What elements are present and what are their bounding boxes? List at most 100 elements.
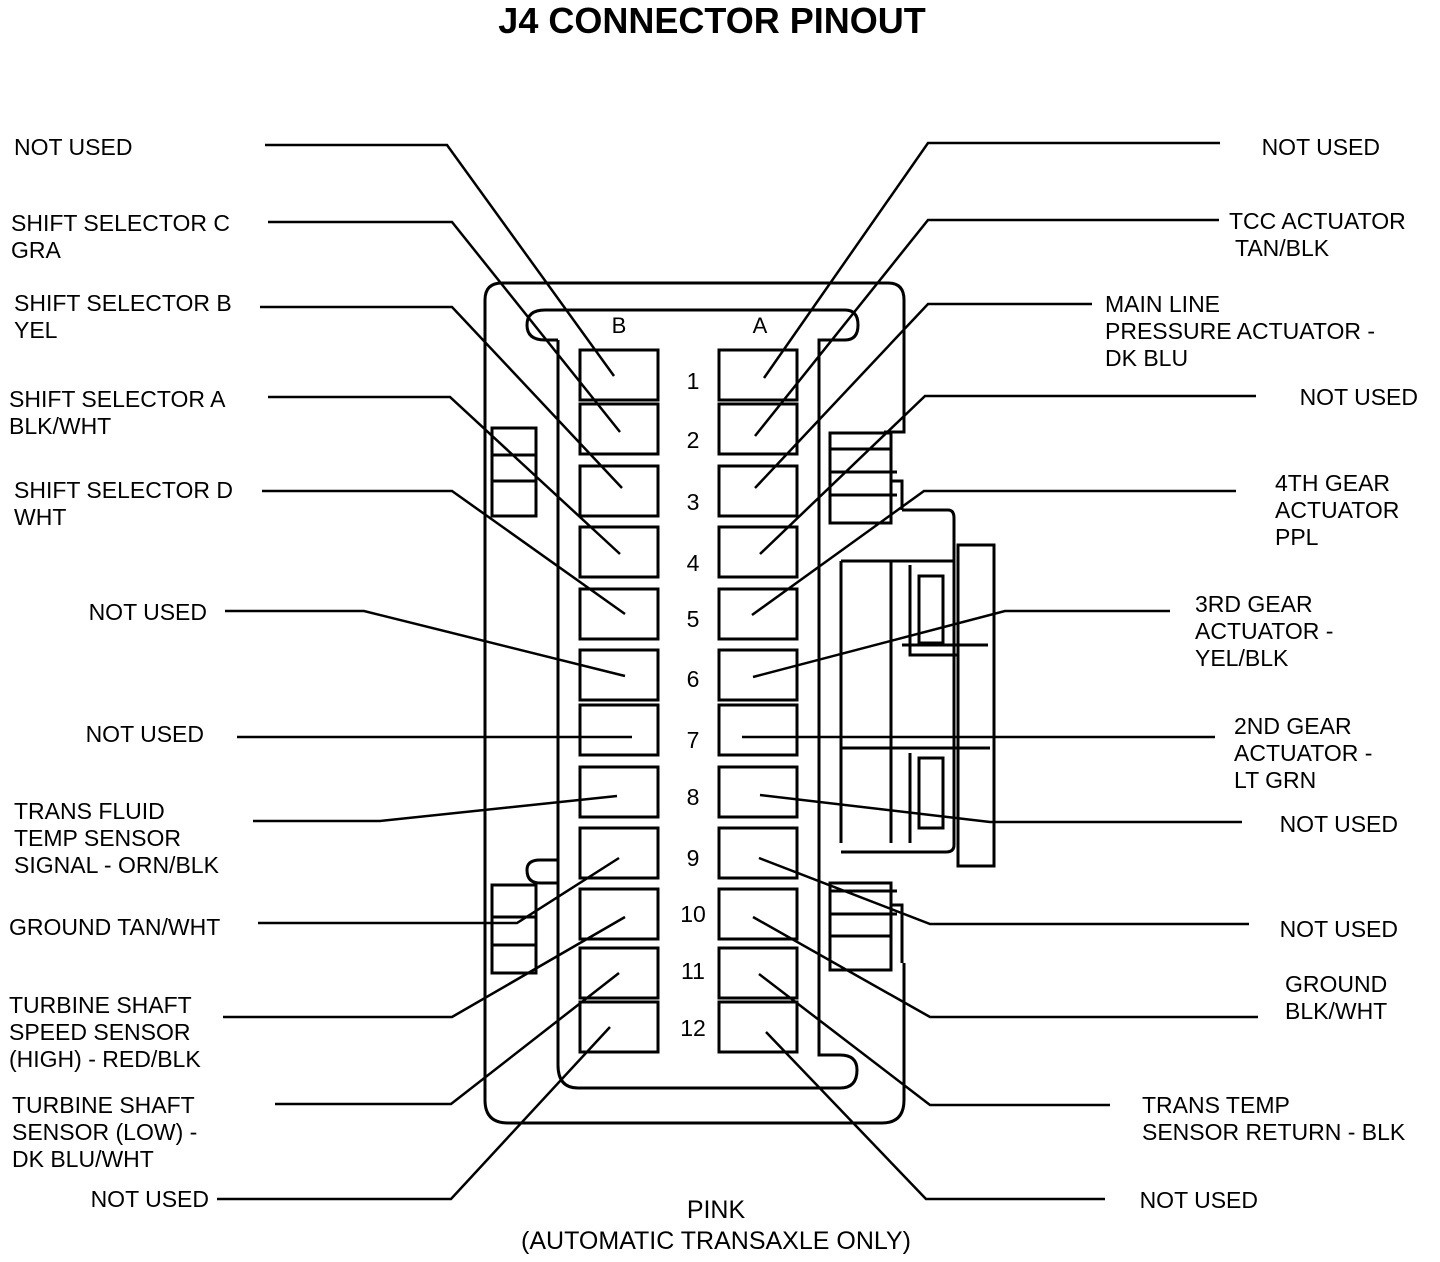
pin-label-a-11-line: TRANS TEMP [1142,1092,1290,1118]
pin-label-a-5-line: 4TH GEAR [1275,470,1390,496]
pin-label-a-1-line: NOT USED [1262,134,1380,160]
pin-cavity-b-4 [578,525,660,579]
pin-cavity-a-4 [717,525,799,579]
pin-label-b-1-line: NOT USED [14,134,132,160]
diagram-title: J4 CONNECTOR PINOUT [498,0,925,41]
pin-number-1: 1 [687,368,700,394]
pin-cavity-b-9 [578,826,660,880]
leader-line-a-10 [752,915,1258,1019]
pin-number-8: 8 [687,784,700,810]
pin-label-a-5-line: ACTUATOR [1275,497,1399,523]
pin-label-b-4-line: BLK/WHT [9,413,111,439]
leader-lines [217,141,1258,1201]
pin-cavity-b-12 [578,1000,660,1054]
pin-cavity-a-6 [717,648,799,702]
pin-label-a-7-line: ACTUATOR - [1234,740,1372,766]
leader-line-b-1 [265,143,616,377]
pin-label-a-2: TCC ACTUATOR TAN/BLK [1229,208,1406,261]
side-lock-mechanism [839,508,996,868]
pin-label-a-6-line: ACTUATOR - [1195,618,1333,644]
pin-label-b-12: NOT USED [91,1186,209,1212]
pin-cavity-b-8 [578,765,660,819]
connector-note: (AUTOMATIC TRANSAXLE ONLY) [521,1227,911,1255]
lock-window-upper [917,574,945,645]
right-latch-lower [828,881,904,972]
pin-label-b-1: NOT USED [14,134,132,160]
pin-cavity-a-10 [717,887,799,941]
leader-line-b-12 [217,1026,611,1201]
pin-label-b-3-line: SHIFT SELECTOR B [14,290,232,316]
pin-number-9: 9 [687,845,700,871]
pin-cavity-b-1 [578,348,660,402]
leader-line-a-9 [758,856,1249,926]
pin-label-b-11-line: TURBINE SHAFT [12,1092,195,1118]
pin-label-a-9-line: NOT USED [1280,916,1398,942]
pin-cavity-a-9 [717,826,799,880]
pin-label-a-8-line: NOT USED [1280,811,1398,837]
pin-cavity-a-8 [717,765,799,819]
pin-number-11: 11 [681,958,705,984]
leader-line-b-6 [225,609,626,678]
pin-cavity-a-2 [717,402,799,456]
pin-label-a-12: NOT USED [1140,1187,1258,1213]
pin-number-3: 3 [687,489,700,515]
pin-label-a-7-line: LT GRN [1234,767,1316,793]
leader-line-a-6 [752,609,1170,679]
pin-label-b-7-line: NOT USED [86,721,204,747]
column-label-a: A [753,313,768,338]
leader-line-b-8 [253,794,618,823]
left-latch-upper [490,426,538,518]
leader-line-a-2 [754,218,1219,437]
pin-cavity-b-3 [578,464,660,518]
pin-number-5: 5 [687,606,700,632]
pin-label-b-2-line: GRA [11,237,62,263]
pin-cavity-a-7 [717,703,799,757]
pin-label-b-5-line: SHIFT SELECTOR D [14,477,233,503]
pin-cavity-a-11 [717,946,799,1000]
pin-cavity-b-7 [578,703,660,757]
pin-cavity-a-1 [717,348,799,402]
pin-label-b-6: NOT USED [89,599,207,625]
pin-column-a [717,348,799,1054]
right-latch-upper [828,431,904,525]
pin-label-a-4: NOT USED [1300,384,1418,410]
leader-line-a-3 [754,302,1092,489]
connector-inner-cavity [525,308,860,1090]
pin-cavity-b-6 [578,648,660,702]
lock-window-lower [917,756,945,830]
leader-line-a-5 [751,489,1236,617]
pin-label-a-8: NOT USED [1280,811,1398,837]
pin-label-b-4-line: SHIFT SELECTOR A [9,386,226,412]
pin-label-b-8-line: TEMP SENSOR [14,825,181,851]
pin-cavity-b-5 [578,587,660,641]
leader-line-a-4 [759,394,1256,555]
pin-label-a-1: NOT USED [1262,134,1380,160]
pin-label-b-5-line: WHT [14,504,66,530]
pin-label-b-6-line: NOT USED [89,599,207,625]
pin-column-b [578,348,660,1054]
pin-number-10: 10 [680,901,706,927]
pin-number-4: 4 [687,550,700,576]
pin-label-a-11-line: SENSOR RETURN - BLK [1142,1119,1406,1145]
pin-label-a-3-line: PRESSURE ACTUATOR - [1105,318,1375,344]
leader-line-b-5 [262,489,626,616]
pin-label-a-4-line: NOT USED [1300,384,1418,410]
pin-label-b-11-line: DK BLU/WHT [12,1146,154,1172]
pin-label-b-2-line: SHIFT SELECTOR C [11,210,230,236]
pin-label-a-3-line: DK BLU [1105,345,1188,371]
pin-label-a-6-line: YEL/BLK [1195,645,1289,671]
pin-label-a-2-line: TAN/BLK [1229,235,1330,261]
leader-line-a-1 [762,141,1220,379]
